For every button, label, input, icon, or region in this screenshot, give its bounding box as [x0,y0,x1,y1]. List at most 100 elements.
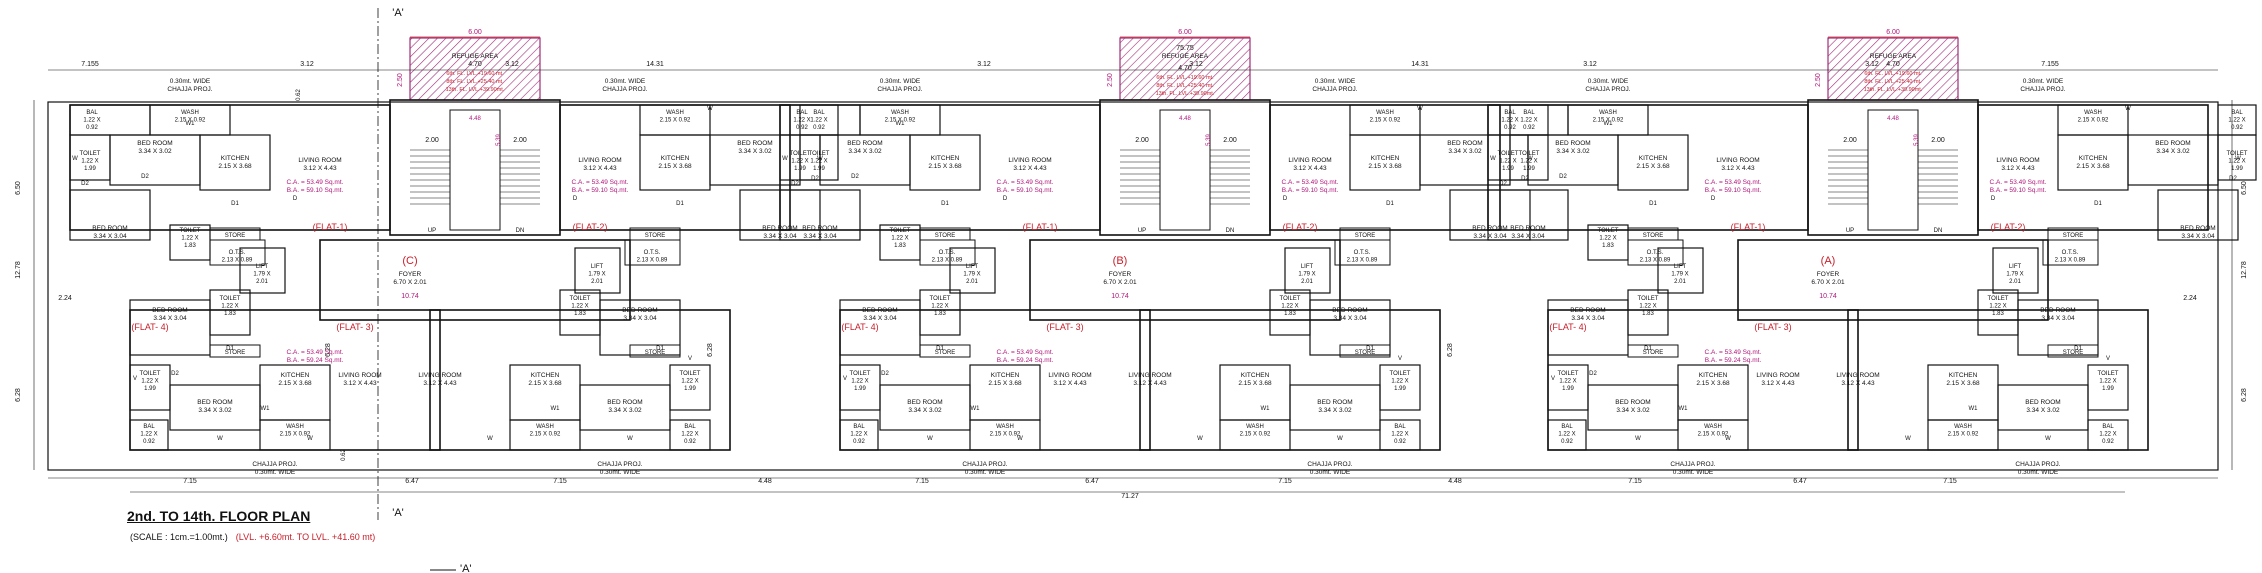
bal-label: 1.22 X [83,118,100,124]
bottom-dimension: 7.15 [915,478,929,485]
living-label: LIVING ROOM [1996,157,2039,164]
toilet-room [2217,134,2257,181]
wash-label: WASH [1954,424,1972,430]
area-label: B.A. = 59.24 Sq.mt. [1705,357,1762,364]
bed-label: 3.34 X 3.04 [863,315,897,322]
stair-width-dim: 2.00 [1223,137,1237,144]
area-label: B.A. = 59.10 Sq.mt. [1990,187,2047,194]
living-label: 3.12 X 4.43 [2001,165,2035,172]
foyer-label: FOYER [1817,271,1840,278]
store-box [1339,227,1391,241]
toilet-label: TOILET [2227,151,2248,157]
refuge-level-line: 6th. FL. LVL.+19.60 mt. [1156,75,1214,81]
toilet-label: TOILET [1638,296,1659,302]
area-label: B.A. = 59.10 Sq.mt. [997,187,1054,194]
bed-label: BED ROOM [1332,307,1367,314]
bal-label: 1.22 X [1501,118,1518,124]
bottom-dimension: 4.48 [758,478,772,485]
foyer-label: FOYER [399,271,422,278]
kitchen-label: 2.15 X 3.68 [218,163,252,170]
ots-label: 2.13 X 0.89 [2055,258,2086,264]
kitchen-label: KITCHEN [1241,372,1270,379]
flat-label: (FLAT-2) [1991,222,2026,232]
flat-label: (FLAT- 3) [336,322,373,332]
living-label: 3.12 X 4.43 [1761,380,1795,387]
toilet-label: 1.83 [1992,311,2004,317]
ots-label: O.T.S. [644,250,661,256]
kitchen-label: KITCHEN [221,155,250,162]
refuge-area-hatch [1119,37,1251,101]
lift-label: LIFT [1301,264,1314,270]
toilet-label: 1.22 X [891,236,908,242]
bottom-dimension: 4.48 [1448,478,1462,485]
side-dimension: 6.28 [2241,388,2248,402]
wash-label: WASH [1376,110,1394,116]
area-label: C.A. = 53.49 Sq.mt. [572,179,629,186]
opening-tag: W1 [896,121,906,127]
wash-label: WASH [1704,424,1722,430]
area-label: C.A. = 53.49 Sq.mt. [1705,179,1762,186]
opening-tag: D1 [676,201,684,207]
opening-tag: D2 [811,176,819,182]
store-label: STORE [1643,233,1664,239]
opening-tag: W [2235,156,2241,162]
refuge-level-line: 13th. FL. LVL.+39.90mt. [1864,87,1923,93]
kitchen-label: KITCHEN [2079,155,2108,162]
opening-tag: W [487,436,493,442]
wash-label: 2.15 X 0.92 [1370,118,1401,124]
toilet-label: 1.22 X [1639,304,1656,310]
opening-tag: W [1417,106,1423,112]
side-dimension: 12.78 [2241,261,2248,279]
opening-tag: D [573,196,578,202]
bal-label: BAL [1523,110,1535,116]
bal-room [2087,419,2129,451]
top-dimension: 3.12 [1865,61,1879,68]
bed-label: BED ROOM [2025,399,2060,406]
kitchen-label: KITCHEN [991,372,1020,379]
toilet-label: 1.22 X [141,379,158,385]
chajja-label-top: CHAJJA PROJ. [2020,86,2065,93]
bed-label: 3.34 X 3.02 [1556,148,1590,155]
living-label: 3.12 X 4.43 [1841,380,1875,387]
toilet-label: 1.99 [794,166,806,172]
area-label: B.A. = 59.10 Sq.mt. [572,187,629,194]
refuge-width-dim: 6.00 [468,29,482,36]
bal-label: 0.92 [684,439,696,445]
section-mark-bottom2: 'A' [460,563,472,573]
wing-code: (A) [1821,255,1836,267]
toilet-label: TOILET [809,151,830,157]
chajja-label-bottom: CHAJJA PROJ. [252,461,297,468]
store-label: STORE [2063,350,2084,356]
opening-tag: W [1490,156,1496,162]
lift-label: 1.79 X [963,272,980,278]
bal-label: BAL [2102,424,2114,430]
opening-tag: D1 [1366,346,1374,352]
opening-tag: V [133,376,137,382]
lift-label: 1.79 X [1298,272,1315,278]
toilet-label: TOILET [680,371,701,377]
refuge-level-line: 6th. FL. LVL.+19.60 mt. [1864,71,1922,77]
side-dimension: 6.28 [707,343,714,357]
toilet-label: 1.83 [184,243,196,249]
flat-label: (FLAT-1) [313,222,348,232]
wing-code: (C) [402,255,417,267]
wash-room [1219,419,1291,451]
opening-tag: D2 [791,181,799,187]
stair-up-label: UP [1138,228,1146,234]
kitchen-room [909,134,981,191]
refuge-level-line: 6th. FL. LVL.+19.60 mt. [446,71,504,77]
flat-label: (FLAT- 4) [131,322,168,332]
opening-tag: D [293,196,298,202]
bal-room [669,419,711,451]
opening-tag: W [927,436,933,442]
bal-label: 1.22 X [1391,432,1408,438]
opening-tag: D [1003,196,1008,202]
bed-label: BED ROOM [607,399,642,406]
toilet-room [1379,364,1421,411]
kitchen-label: 2.15 X 3.68 [658,163,692,170]
area-label: C.A. = 53.49 Sq.mt. [1705,349,1762,356]
opening-tag: D1 [1649,201,1657,207]
bal-label: 0.92 [2102,439,2114,445]
opening-tag: D2 [1559,174,1567,180]
bed-label: 3.34 X 3.04 [2041,315,2075,322]
